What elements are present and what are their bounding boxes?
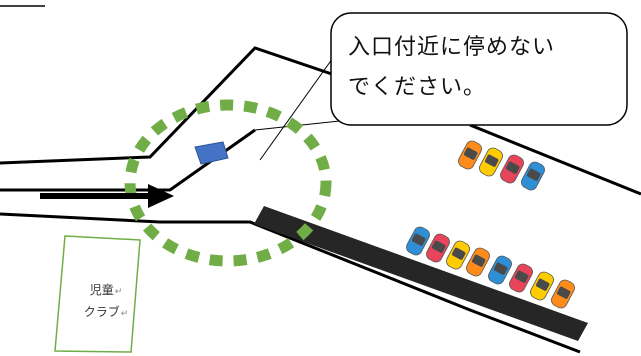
road-edge-lower [0, 212, 581, 354]
parked-car [479, 147, 503, 177]
parked-car [488, 255, 512, 285]
parked-car [458, 140, 482, 170]
parked-car [509, 263, 533, 293]
parked-car [426, 233, 450, 263]
car-row-lower-right [488, 255, 575, 309]
parked-car [521, 161, 545, 191]
parked-car [551, 279, 575, 309]
road-edge-upper-right [469, 123, 641, 196]
entrance-marker [194, 141, 229, 165]
building-label-row-2: クラブ↵ [66, 302, 146, 324]
parked-car [530, 271, 554, 301]
callout-box [330, 12, 628, 126]
road-edge-middle [0, 128, 256, 192]
callout-line-2: でください。 [348, 75, 487, 100]
parked-car [406, 226, 430, 256]
callout-pointer [259, 54, 336, 161]
building-label-row-1: 児童↵ [66, 280, 146, 302]
entry-arrow-head [148, 184, 174, 208]
building-label-line-1: 児童 [89, 283, 114, 297]
callout-line-1: 入口付近に停めない [348, 35, 556, 60]
building-box [54, 235, 141, 353]
no-parking-circle [124, 99, 332, 267]
parked-car [466, 247, 490, 277]
building-label-line-2: クラブ [83, 305, 120, 319]
callout-text: 入口付近に停めない でください。 [348, 28, 555, 108]
parked-car [446, 240, 470, 270]
paragraph-mark: ↵ [114, 287, 123, 297]
parked-car [500, 154, 524, 184]
car-row-upper [458, 140, 545, 191]
parking-strip [254, 206, 588, 341]
building-label: 児童↵ クラブ↵ [66, 280, 146, 324]
car-row-lower-left [406, 226, 490, 277]
paragraph-mark: ↵ [120, 309, 129, 319]
